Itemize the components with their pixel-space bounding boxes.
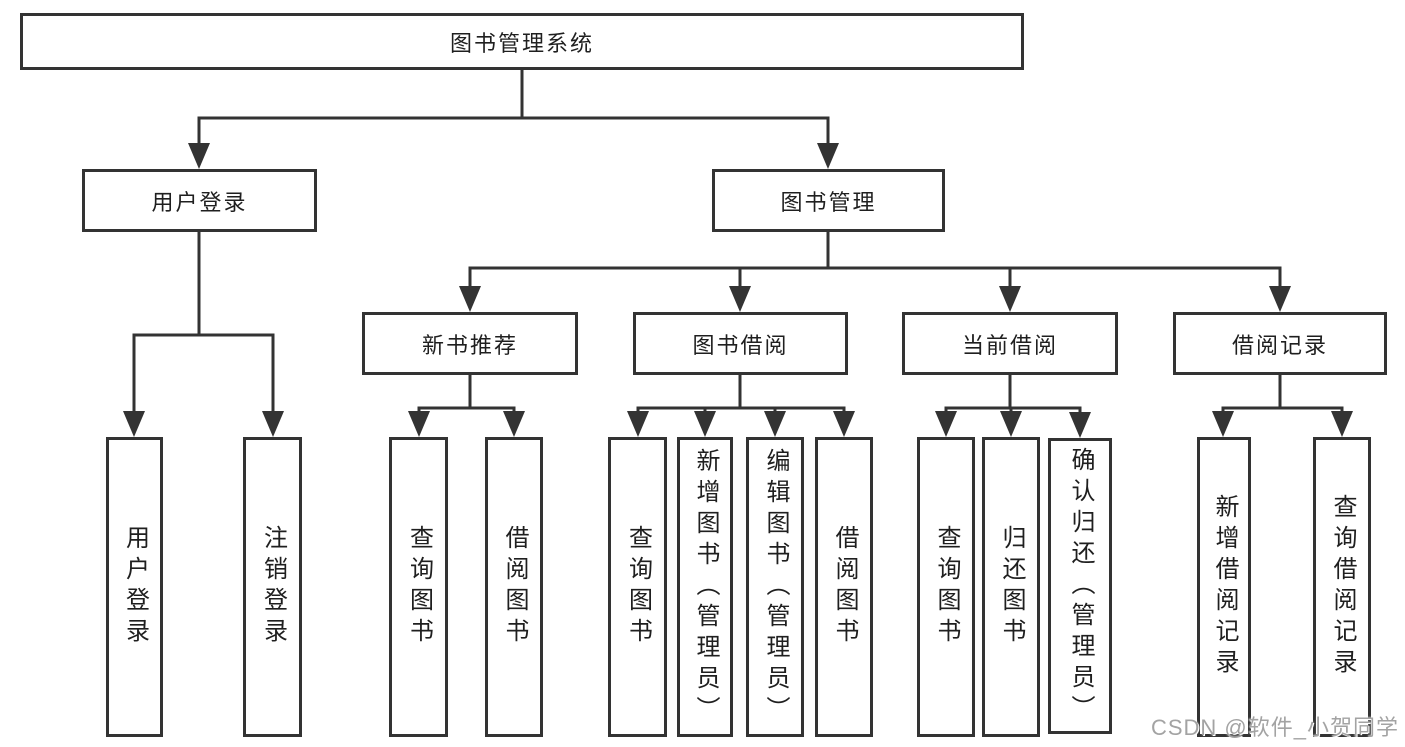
node-user-login: 用户登录 bbox=[82, 169, 317, 232]
node-label: 编辑图书（管理员） bbox=[762, 447, 789, 727]
leaf-user-login: 用户登录 bbox=[106, 437, 163, 737]
node-new-book-recommend: 新书推荐 bbox=[362, 312, 578, 375]
leaf-records-add-record: 新增借阅记录 bbox=[1197, 437, 1251, 737]
leaf-recommend-query-books: 查询图书 bbox=[389, 437, 448, 737]
node-label: 图书管理 bbox=[780, 189, 877, 215]
leaf-records-query-record: 查询借阅记录 bbox=[1313, 437, 1371, 737]
leaf-borrow-query-books: 查询图书 bbox=[608, 437, 667, 737]
leaf-borrow-add-books-admin: 新增图书（管理员） bbox=[677, 437, 733, 737]
node-borrow-records: 借阅记录 bbox=[1173, 312, 1387, 375]
csdn-watermark: CSDN @软件_小贺同学 bbox=[1150, 715, 1399, 740]
leaf-current-query-books: 查询图书 bbox=[917, 437, 975, 737]
node-label: 查询图书 bbox=[624, 525, 652, 649]
node-label: 注销登录 bbox=[259, 525, 287, 649]
node-label: 图书管理系统 bbox=[449, 30, 594, 56]
node-label: 归还图书 bbox=[998, 525, 1025, 649]
node-label: 借阅图书 bbox=[501, 525, 528, 649]
node-label: 查询借阅记录 bbox=[1329, 494, 1356, 680]
node-label: 借阅记录 bbox=[1231, 332, 1328, 358]
node-book-borrow: 图书借阅 bbox=[633, 312, 848, 375]
node-label: 查询图书 bbox=[405, 525, 433, 649]
leaf-borrow-borrow-books: 借阅图书 bbox=[815, 437, 873, 737]
leaf-borrow-edit-books-admin: 编辑图书（管理员） bbox=[746, 437, 804, 737]
node-current-borrow: 当前借阅 bbox=[902, 312, 1118, 375]
node-label: 图书借阅 bbox=[692, 332, 789, 358]
node-label: 新书推荐 bbox=[421, 332, 518, 358]
leaf-recommend-borrow-books: 借阅图书 bbox=[485, 437, 543, 737]
leaf-current-return-books: 归还图书 bbox=[982, 437, 1040, 737]
leaf-logout: 注销登录 bbox=[243, 437, 302, 737]
node-label: 借阅图书 bbox=[831, 525, 858, 649]
node-root: 图书管理系统 bbox=[20, 13, 1024, 70]
node-label: 新增图书（管理员） bbox=[692, 447, 719, 727]
node-label: 查询图书 bbox=[933, 525, 960, 649]
leaf-current-confirm-return-admin: 确认归还（管理员） bbox=[1048, 438, 1112, 734]
node-label: 用户登录 bbox=[121, 525, 149, 649]
node-label: 用户登录 bbox=[151, 189, 248, 215]
node-label: 当前借阅 bbox=[961, 332, 1058, 358]
node-label: 确认归还（管理员） bbox=[1067, 446, 1094, 726]
node-label: 新增借阅记录 bbox=[1211, 494, 1238, 680]
node-book-management: 图书管理 bbox=[712, 169, 945, 232]
